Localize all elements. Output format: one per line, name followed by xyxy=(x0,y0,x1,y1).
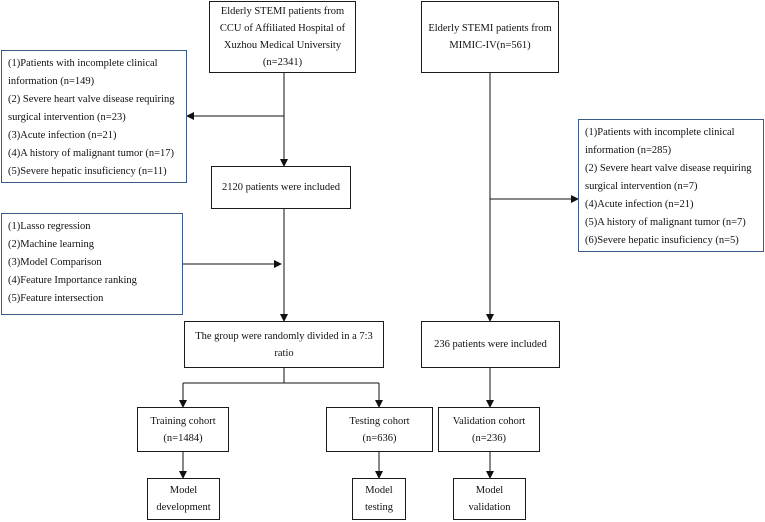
exclusion-xuzhou-line: (4)A history of malignant tumor (n=17) xyxy=(8,148,175,160)
source-xuzhou-line: (n=2341) xyxy=(262,57,303,68)
training-cohort-line: Training cohort xyxy=(150,415,216,427)
training-cohort-box: Training cohort (n=1484) xyxy=(137,407,229,452)
model-development-line: Model xyxy=(169,485,198,496)
model-testing-box: Model testing xyxy=(352,478,406,520)
testing-cohort-box: Testing cohort (n=636) xyxy=(326,407,433,452)
random-split-line: The group were randomly divided in a 7:3 xyxy=(195,330,373,342)
source-box-mimic: Elderly STEMI patients from MIMIC-IV(n=5… xyxy=(421,1,559,73)
source-xuzhou-line: Elderly STEMI patients from xyxy=(220,6,345,17)
included-box-xuzhou: 2120 patients were included xyxy=(211,166,351,209)
exclusion-xuzhou-line: (5)Severe hepatic insuficiency (n=11) xyxy=(8,166,167,178)
methods-box: (1)Lasso regression (2)Machine learning … xyxy=(1,213,183,315)
method-item: (1)Lasso regression xyxy=(8,221,91,232)
source-mimic-line: Elderly STEMI patients from xyxy=(428,23,552,34)
source-mimic-line: MIMIC-IV(n=561) xyxy=(449,40,531,51)
method-item: (3)Model Comparison xyxy=(8,257,102,269)
exclusion-mimic-line: (5)A history of malignant tumor (n=7) xyxy=(585,217,746,229)
method-item: (2)Machine learning xyxy=(8,239,95,251)
random-split-line: ratio xyxy=(274,347,294,359)
model-testing-line: testing xyxy=(365,502,393,513)
testing-cohort-line: (n=636) xyxy=(362,432,397,444)
exclusion-mimic-line: information (n=285) xyxy=(585,145,672,157)
model-development-box: Model development xyxy=(147,478,220,520)
source-box-xuzhou: Elderly STEMI patients from CCU of Affil… xyxy=(209,1,356,73)
exclusion-mimic-line: (2) Severe heart valve disease requiring xyxy=(585,163,752,175)
exclusion-xuzhou-line: (1)Patients with incomplete clinical xyxy=(8,58,158,69)
validation-cohort-line: (n=236) xyxy=(472,432,506,444)
method-item: (4)Feature Importance ranking xyxy=(8,275,137,287)
source-xuzhou-line: CCU of Affiliated Hospital of xyxy=(219,23,346,34)
validation-cohort-box: Validation cohort (n=236) xyxy=(438,407,540,452)
model-validation-line: Model xyxy=(475,485,504,496)
exclusion-mimic-line: (4)Acute infection (n=21) xyxy=(585,199,694,211)
exclusion-box-mimic: (1)Patients with incomplete clinical inf… xyxy=(578,119,764,252)
model-validation-line: validation xyxy=(468,502,511,513)
training-cohort-line: (n=1484) xyxy=(163,432,203,444)
exclusion-box-xuzhou: (1)Patients with incomplete clinical inf… xyxy=(1,50,187,183)
exclusion-mimic-line: surgical intervention (n=7) xyxy=(585,181,698,193)
included-mimic-text: 236 patients were included xyxy=(434,339,547,350)
exclusion-xuzhou-line: (3)Acute infection (n=21) xyxy=(8,130,117,142)
model-development-line: development xyxy=(156,502,211,513)
random-split-box: The group were randomly divided in a 7:3… xyxy=(184,321,384,368)
source-xuzhou-line: Xuzhou Medical University xyxy=(223,40,342,51)
exclusion-xuzhou-line: (2) Severe heart valve disease requiring xyxy=(8,94,175,106)
method-item: (5)Feature intersection xyxy=(8,293,104,305)
included-xuzhou-text: 2120 patients were included xyxy=(221,182,341,193)
model-testing-line: Model xyxy=(365,485,393,496)
exclusion-xuzhou-line: surgical intervention (n=23) xyxy=(8,112,126,124)
exclusion-mimic-line: (6)Severe hepatic insuficiency (n=5) xyxy=(585,235,739,247)
included-box-mimic: 236 patients were included xyxy=(421,321,560,368)
validation-cohort-line: Validation cohort xyxy=(452,415,526,427)
model-validation-box: Model validation xyxy=(453,478,526,520)
exclusion-xuzhou-line: information (n=149) xyxy=(8,76,95,88)
exclusion-mimic-line: (1)Patients with incomplete clinical xyxy=(585,127,735,138)
testing-cohort-line: Testing cohort xyxy=(349,415,410,427)
